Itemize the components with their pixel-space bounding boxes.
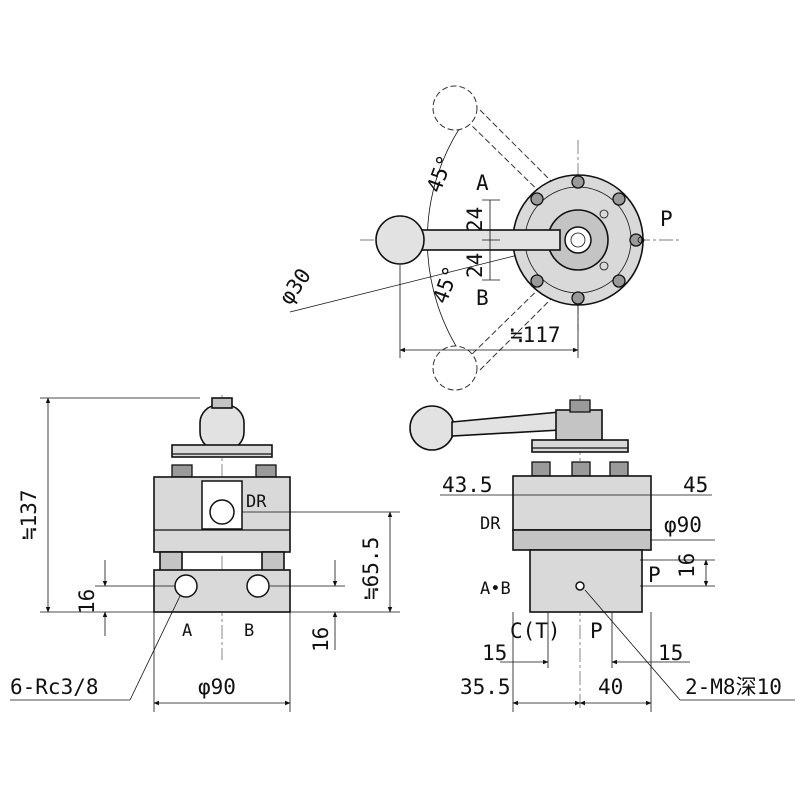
small-hole-icon bbox=[599, 261, 609, 271]
side-hub-cap bbox=[569, 399, 591, 413]
ghost-handle-upper-edge bbox=[479, 109, 571, 201]
side-dr-label: DR bbox=[480, 514, 501, 534]
front-cover-plate bbox=[171, 444, 273, 458]
handle-knob bbox=[375, 215, 425, 265]
leader-m8 bbox=[584, 589, 681, 701]
dim-16-right-label: 16 bbox=[309, 627, 333, 652]
valve-spindle-core bbox=[570, 232, 586, 248]
port-a-label: A bbox=[476, 171, 489, 195]
bolt-icon bbox=[255, 464, 277, 478]
bolt-icon bbox=[571, 175, 585, 189]
dim-15-right-label: 15 bbox=[658, 641, 683, 665]
bolt-icon bbox=[530, 274, 544, 288]
dim-45-label: 45 bbox=[683, 473, 708, 497]
port-a-icon bbox=[174, 574, 198, 598]
bolt-icon bbox=[612, 192, 626, 206]
side-body-dia-label: φ90 bbox=[664, 513, 702, 537]
leader-rc bbox=[129, 595, 181, 701]
side-handle-knob bbox=[409, 405, 455, 451]
dim-435-label: 43.5 bbox=[442, 473, 493, 497]
bolt-icon bbox=[531, 461, 551, 477]
front-leg-left bbox=[159, 551, 183, 573]
side-main-body bbox=[512, 475, 652, 531]
bolt-icon bbox=[171, 464, 193, 478]
bolt-icon bbox=[629, 233, 643, 247]
side-dim-16-label: 16 bbox=[675, 553, 699, 578]
port-p-icon bbox=[575, 581, 585, 591]
front-handle-cap bbox=[211, 397, 233, 409]
port-c-label: C(T) bbox=[510, 619, 561, 643]
small-hole-icon bbox=[599, 209, 609, 219]
height-dr-label: ≒65.5 bbox=[359, 537, 383, 600]
port-b-icon bbox=[246, 574, 270, 598]
bolt-icon bbox=[609, 461, 629, 477]
port-b-label: B bbox=[476, 286, 489, 310]
bolt-icon bbox=[571, 291, 585, 305]
height-total-label: ≒137 bbox=[17, 489, 41, 540]
front-handle-knob bbox=[199, 404, 245, 451]
bolt-icon bbox=[612, 274, 626, 288]
port-dr-icon bbox=[209, 499, 235, 525]
side-port-p-label: P bbox=[648, 563, 661, 587]
ghost-knob-upper bbox=[432, 85, 478, 131]
dim-355-label: 35.5 bbox=[460, 675, 511, 699]
dim-24-upper: 24 bbox=[463, 207, 487, 232]
dim-15-left-label: 15 bbox=[482, 641, 507, 665]
bolt-icon bbox=[530, 192, 544, 206]
ghost-handle-lower-edge bbox=[479, 279, 571, 371]
dim-24-lower: 24 bbox=[463, 253, 487, 278]
dim-16-left-label: 16 bbox=[75, 589, 99, 614]
mount-note-label: 2-M8深10 bbox=[685, 675, 782, 699]
top-view: 45° 45° A B P 24 24 φ30 ≒117 bbox=[274, 85, 680, 391]
front-view: DR ≒137 ≒65.5 16 16 A B 6-Rc3/8 φ90 bbox=[10, 395, 400, 712]
dim-40-label: 40 bbox=[598, 675, 623, 699]
side-port-ab-label: A•B bbox=[480, 579, 511, 599]
handle-length-label: ≒117 bbox=[510, 323, 561, 347]
side-handle-bar bbox=[451, 411, 561, 437]
side-base-block bbox=[529, 549, 643, 613]
side-cover-plate bbox=[531, 439, 629, 453]
front-body-dia-label: φ90 bbox=[198, 675, 236, 699]
ghost-knob-lower bbox=[432, 345, 478, 391]
front-leg-right bbox=[261, 551, 285, 573]
flange-bolts bbox=[513, 175, 645, 305]
side-flange-band bbox=[512, 529, 652, 551]
angle-upper-label: 45° bbox=[422, 152, 458, 196]
side-view: 43.5 45 DR φ90 A•B P 16 C(T) P 15 15 35.… bbox=[409, 395, 795, 712]
angle-lower-label: 45° bbox=[428, 263, 464, 307]
knob-dia-label: φ30 bbox=[274, 264, 315, 309]
port-p-bottom-label: P bbox=[590, 619, 603, 643]
front-base-block bbox=[153, 569, 291, 613]
bolt-icon bbox=[571, 461, 591, 477]
valve-spindle bbox=[564, 226, 592, 254]
front-port-a-label: A bbox=[182, 621, 192, 641]
side-handle-hub bbox=[555, 409, 603, 441]
small-hole-icon bbox=[637, 236, 645, 244]
port-p-label: P bbox=[660, 207, 673, 231]
front-dr-label: DR bbox=[246, 492, 267, 512]
thread-note-label: 6-Rc3/8 bbox=[10, 675, 99, 699]
front-port-b-label: B bbox=[244, 621, 254, 641]
